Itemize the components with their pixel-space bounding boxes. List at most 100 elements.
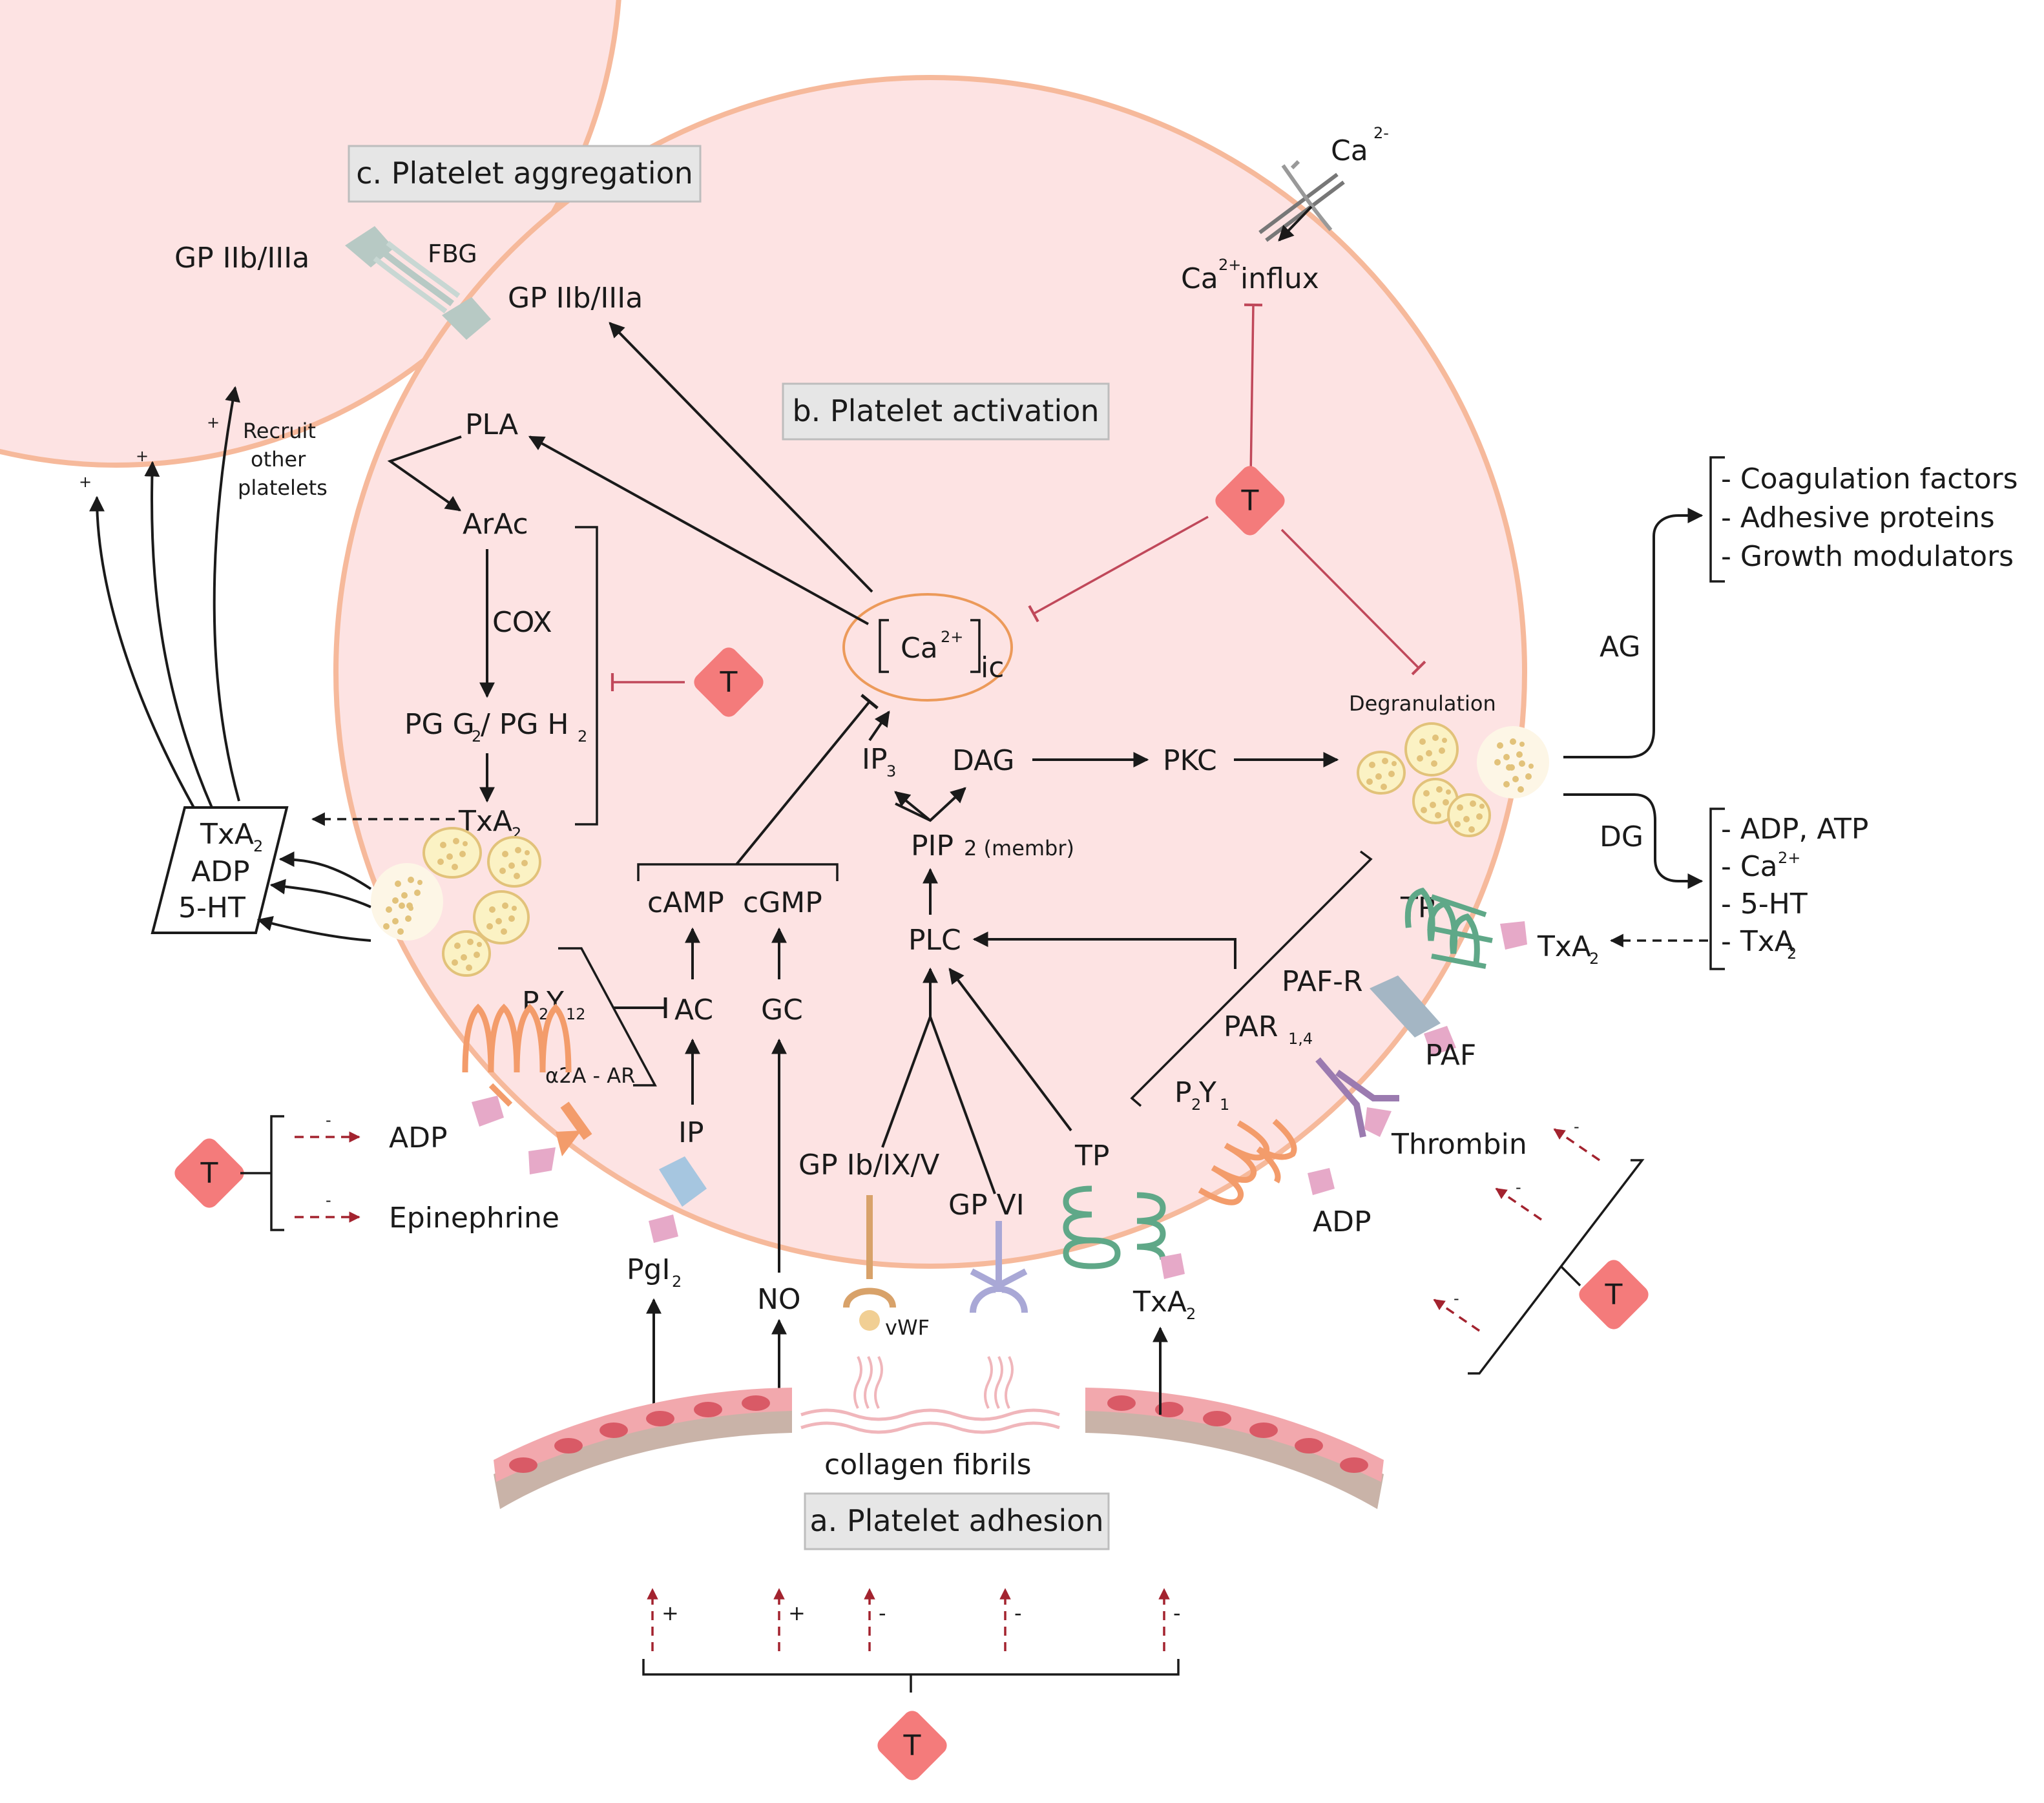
collagen-label: collagen fibrils [824, 1448, 1032, 1481]
ac-label: AC [674, 994, 713, 1027]
tp-receptor-right [1404, 887, 1527, 969]
pkc-label: PKC [1163, 744, 1217, 777]
t-label-lower-right: T [1605, 1278, 1623, 1311]
t-label-lower-left: T [200, 1157, 218, 1190]
t-inhibits-ca-influx [1244, 303, 1263, 479]
adp-left-label: ADP [389, 1121, 448, 1154]
ca-to-gp-iib-arrow [609, 322, 873, 593]
tp-receptor-bottom [1063, 1185, 1185, 1279]
adp-right-label: ADP [1313, 1205, 1371, 1238]
p2y12-bracket [558, 947, 657, 1087]
thrombin-label: Thrombin [1391, 1128, 1527, 1161]
gpvi-to-plc-line [929, 1016, 996, 1194]
ca-influx-label: Ca [1181, 262, 1218, 295]
gp-ib-label: GP Ib/IX/V [798, 1149, 939, 1182]
dg-release-arrow [1563, 793, 1704, 889]
par-sub: 1,4 [1288, 1030, 1313, 1048]
ca-ic-bracket-right [970, 619, 981, 673]
t-compound-lower-left: T [174, 1138, 244, 1208]
recruit-arrow-3 [213, 386, 240, 802]
pg-label: PG G [404, 708, 475, 741]
alpha2a-receptor [528, 1101, 592, 1174]
recruit-arrow-2 [144, 461, 213, 808]
dg-adp-atp: - ADP, ATP [1721, 813, 1868, 846]
released-mediators-box [151, 806, 289, 934]
box-txa2-sub: 2 [253, 837, 263, 855]
pg-h-label: / PG H [481, 708, 569, 741]
ip3-label: IP [862, 743, 888, 776]
granule-to-box-arrow-1 [278, 851, 372, 890]
t-bottom-minus-3: - [879, 1601, 886, 1625]
calcium-channel [1258, 160, 1345, 242]
gp-iib-iiia-left-label: GP IIb/IIIa [174, 242, 309, 275]
ca-influx-word: influx [1240, 262, 1319, 295]
t-right-minus-2: - [1516, 1178, 1521, 1196]
ag-release-arrow [1563, 508, 1704, 758]
degranulation-label: Degranulation [1349, 691, 1496, 716]
adhesion-title-box: a. Platelet adhesion [804, 1492, 1110, 1550]
ag-growth: - Growth modulators [1721, 540, 2014, 573]
cgmp-label: cGMP [743, 886, 822, 919]
paf-label: PAF [1425, 1039, 1476, 1072]
pla-to-arac-arrow [387, 435, 462, 512]
recruit-plus-1: + [79, 473, 92, 491]
t-compound-lower-right: T [1579, 1260, 1649, 1329]
right-receptors-bracket [1130, 850, 1373, 1107]
par-label: PAR [1224, 1010, 1278, 1043]
ca-ic-label: Ca [901, 632, 938, 665]
ca-ic-ring [842, 593, 1013, 702]
fibrinogen-bridge [345, 226, 491, 340]
no-label: NO [757, 1283, 801, 1316]
ca-ic-bracket-left [879, 619, 889, 673]
t-label-bottom: T [903, 1729, 921, 1762]
ip-label: IP [678, 1116, 704, 1149]
dg-ca-charge: 2+ [1778, 849, 1800, 867]
t-right-minus-1: - [1574, 1118, 1580, 1136]
box-adp-label: ADP [191, 855, 250, 888]
p2y1-y: Y [1198, 1076, 1216, 1109]
main-platelet [333, 75, 1527, 1269]
ca-ic-charge: 2+ [941, 628, 963, 646]
fbg-label: FBG [428, 240, 477, 268]
recruit-arrow-1 [89, 495, 195, 808]
receptors-to-plc-arrow [972, 932, 1236, 969]
p2y1-sub1: 2 [1191, 1096, 1201, 1114]
pgi2-sub: 2 [672, 1273, 682, 1291]
ca-extracellular-label: Ca [1331, 134, 1368, 167]
ag-adhesive: - Adhesive proteins [1721, 501, 1995, 534]
ca-extracellular-charge: 2- [1373, 124, 1389, 142]
pla-label: PLA [465, 408, 518, 441]
box-5ht-label: 5-HT [178, 891, 245, 924]
ip3-sub: 3 [886, 762, 896, 780]
tp-to-plc-arrow [948, 968, 1072, 1132]
gp-vi-label: GP VI [948, 1189, 1025, 1222]
ip-receptor [649, 1156, 707, 1243]
ip3-to-ca-arrow [868, 711, 890, 742]
pg-h2-sub: 2 [578, 727, 587, 745]
activation-title-box: b. Platelet activation [782, 382, 1110, 441]
recruit-plus-3: + [207, 413, 220, 432]
txa2-right-sub: 2 [1589, 950, 1599, 968]
t-compound-bottom: T [877, 1711, 947, 1780]
camp-label: cAMP [647, 886, 724, 919]
pg-g2-sub: 2 [472, 727, 481, 745]
recruit-text-3: platelets [238, 475, 328, 500]
granules-right [1357, 722, 1549, 837]
dg-5ht: - 5-HT [1721, 888, 1808, 921]
t-inhibits-degranulation [1280, 528, 1426, 676]
t-epi-minus: - [326, 1191, 331, 1209]
vwf-label: vWF [885, 1315, 930, 1340]
recruit-text-1: Recruit [243, 419, 316, 443]
txa2-bottom-sub: 2 [1186, 1305, 1196, 1323]
p2y1-sub2: 1 [1220, 1096, 1229, 1114]
granules-left [371, 827, 541, 977]
txa2-right-label: TxA [1537, 930, 1591, 963]
par-receptor [1315, 1057, 1399, 1138]
dg-ca: - Ca [1721, 850, 1778, 883]
dg-label: DG [1600, 820, 1643, 853]
t-label-left: T [720, 666, 738, 699]
dg-content-bracket [1709, 808, 1725, 970]
collagen-fibrils [800, 1356, 1060, 1434]
tp-bottom-label: TP [1074, 1140, 1109, 1172]
